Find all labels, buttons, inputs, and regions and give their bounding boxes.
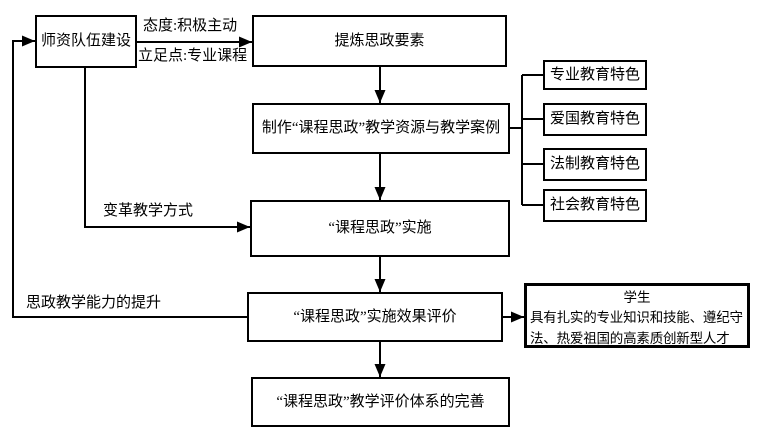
student-title: 学生	[623, 290, 651, 305]
node-evaluation: “课程思政”实施效果评价	[247, 292, 503, 342]
node-create-resources: 制作“课程思政”教学资源与教学案例	[252, 103, 510, 154]
edge-feedback-loop	[12, 35, 247, 318]
node-feature-professional: 专业教育特色	[543, 60, 647, 90]
node-student: 学生 具有扎实的专业知识和技能、遵纪守法、热爱祖国的高素质创新型人才	[524, 283, 750, 348]
node-teacher-team: 师资队伍建设	[35, 15, 137, 68]
node-system-improvement: “课程思政”教学评价体系的完善	[251, 377, 510, 427]
node-implementation: “课程思政”实施	[250, 200, 510, 257]
student-description: 具有扎实的专业知识和技能、遵纪守法、热爱祖国的高素质创新型人才	[530, 310, 743, 346]
label-ability-improvement: 思政教学能力的提升	[26, 295, 162, 311]
edge-teacher-to-implementation	[84, 68, 250, 233]
label-foothold: 立足点:专业课程	[138, 48, 248, 64]
node-extract-elements: 提炼思政要素	[252, 15, 507, 67]
label-teaching-method: 变革教学方式	[103, 203, 194, 219]
node-feature-social: 社会教育特色	[543, 189, 647, 222]
node-feature-legal: 法制教育特色	[543, 148, 647, 181]
edge-feature-bracket	[510, 74, 543, 206]
node-feature-patriotic: 爱国教育特色	[543, 103, 647, 136]
label-attitude: 态度:积极主动	[143, 18, 238, 34]
